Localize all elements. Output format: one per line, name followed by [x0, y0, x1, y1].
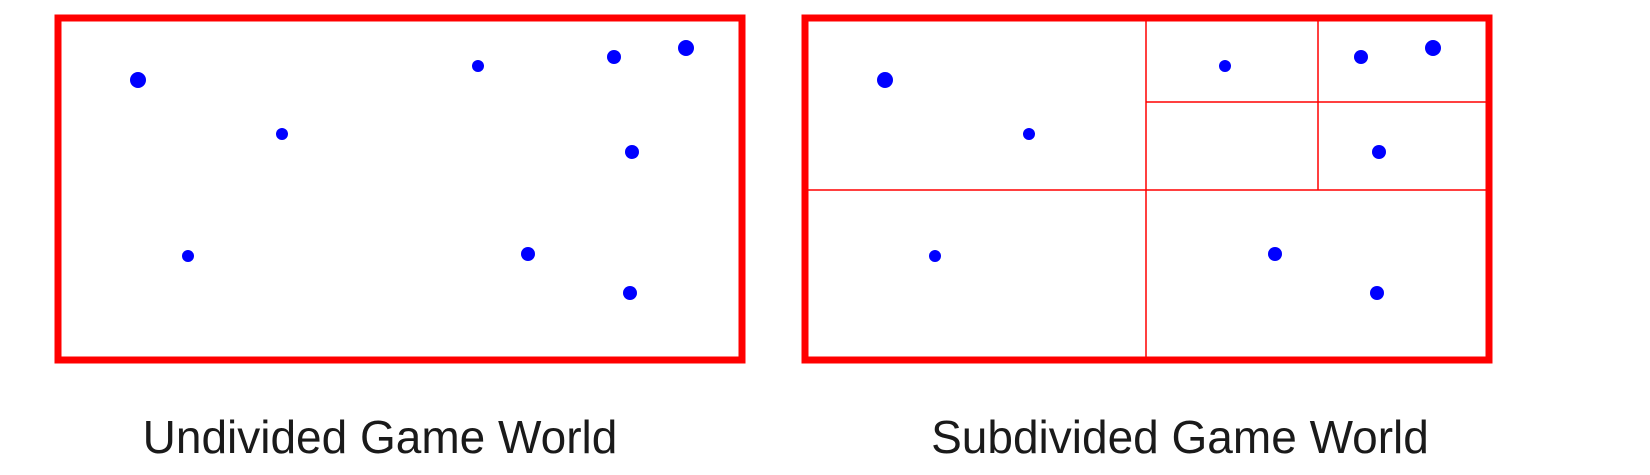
undivided-entity-1-dot: [130, 72, 146, 88]
undivided-entity-4-dot: [607, 50, 621, 64]
subdivided-entity-7-dot: [929, 250, 941, 262]
undivided-entity-9-dot: [623, 286, 637, 300]
subdivided-entity-2-dot: [1023, 128, 1035, 140]
undivided-world-border: [54, 14, 746, 364]
undivided-entity-6-dot: [625, 145, 639, 159]
subdivided-world-caption: Subdivided Game World: [931, 411, 1429, 463]
undivided-entity-2-dot: [276, 128, 288, 140]
subdivided-entity-3-dot: [1219, 60, 1231, 72]
undivided-entity-3-dot: [472, 60, 484, 72]
undivided-world-panel: [54, 14, 746, 364]
undivided-entity-7-dot: [182, 250, 194, 262]
undivided-world-caption: Undivided Game World: [142, 411, 618, 463]
subdivided-world-panel: [801, 14, 1493, 364]
undivided-entity-5-dot: [678, 40, 694, 56]
subdivided-entity-8-dot: [1268, 247, 1282, 261]
subdivided-entity-6-dot: [1372, 145, 1386, 159]
undivided-entity-8-dot: [521, 247, 535, 261]
subdivided-world-border: [801, 14, 1493, 364]
subdivided-entity-4-dot: [1354, 50, 1368, 64]
subdivided-entity-5-dot: [1425, 40, 1441, 56]
subdivided-entity-1-dot: [877, 72, 893, 88]
subdivided-entity-9-dot: [1370, 286, 1384, 300]
